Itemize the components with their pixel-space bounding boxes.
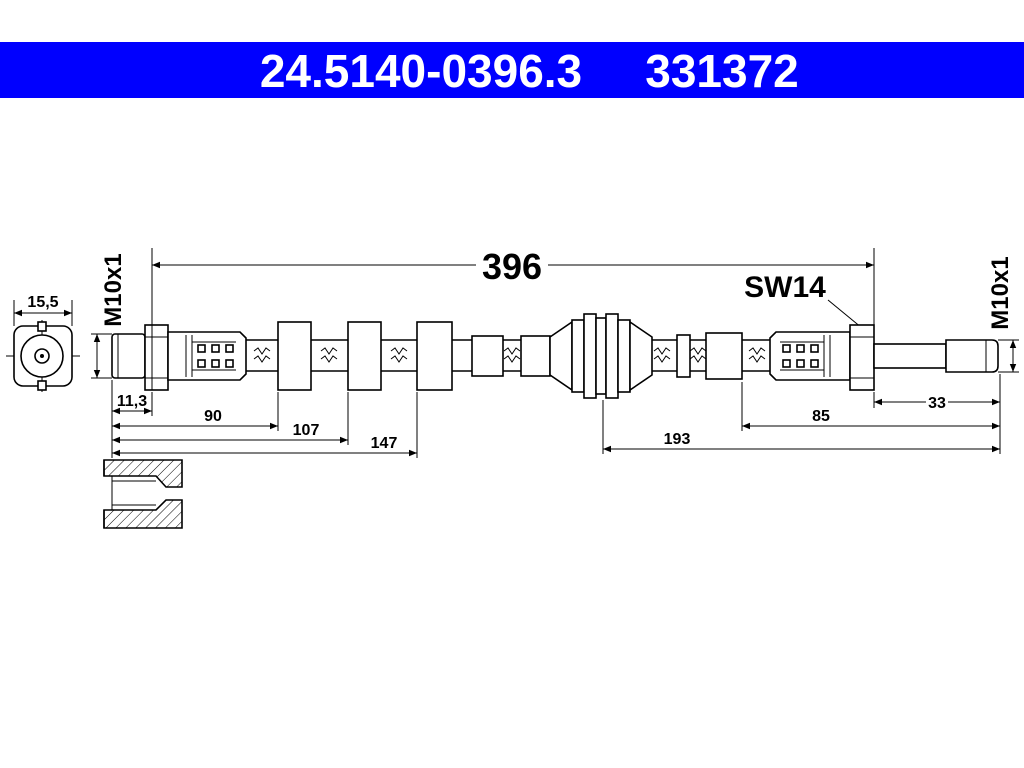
break-symbol (503, 347, 521, 363)
crimp-mark (197, 344, 206, 353)
left-thread (111, 333, 146, 379)
hose-section-6 (676, 334, 691, 378)
crimp-mark (782, 344, 791, 353)
crimp-mark (197, 359, 206, 368)
break-symbol (320, 347, 338, 363)
wrench-size-callout: SW14 (744, 271, 863, 329)
port-section-detail (103, 459, 183, 529)
crimp-mark (796, 359, 805, 368)
crimp-mark (211, 359, 220, 368)
right-crimp-sleeve (769, 331, 851, 381)
crimp-mark (225, 359, 234, 368)
hose-sleeve-3 (416, 321, 453, 391)
wrench-size-label: SW14 (744, 271, 826, 304)
header-bar (0, 42, 1024, 98)
dimension-label-6: 85 (812, 408, 830, 425)
break-symbol (253, 347, 271, 363)
right-thread (945, 339, 999, 373)
dimension-label-5-background (926, 394, 948, 410)
left-crimp-sleeve (167, 331, 247, 381)
end-view-bottom-notch (37, 380, 47, 391)
center-fitting-flange-right (605, 313, 619, 399)
left-end-view: 15,5 (6, 294, 80, 392)
end-view-center-dot (40, 354, 44, 358)
hose-sleeve-2 (347, 321, 382, 391)
crimp-mark (782, 359, 791, 368)
crimp-mark (211, 344, 220, 353)
reference-number: 331372 (645, 45, 799, 97)
dimension-label-7: 193 (664, 431, 691, 448)
center-fitting-collar-left (571, 319, 585, 393)
break-symbol (653, 347, 671, 363)
part-number: 24.5140-0396.3 (260, 45, 582, 97)
dimension-label-1: 11,3 (117, 393, 147, 410)
center-fitting-right-taper (629, 320, 653, 392)
overall-length-label: 396 (482, 246, 542, 287)
dimension-label-5: 33 (928, 395, 946, 412)
center-fitting-groove (595, 317, 607, 395)
right-crimp-pattern (780, 335, 831, 377)
left-dimensions: 11,3 90 107 147 (111, 380, 418, 458)
center-fitting-left-taper (549, 320, 573, 392)
crimp-mark (810, 344, 819, 353)
port-section-lower-material (103, 499, 183, 529)
break-symbol (748, 347, 766, 363)
break-symbol (689, 347, 707, 363)
right-fitting (769, 324, 999, 391)
center-fitting-collar-right (617, 319, 631, 393)
right-dimensions: 33 85 193 (602, 374, 1001, 454)
crimp-mark (796, 344, 805, 353)
overall-label-background (476, 249, 548, 283)
left-thread-label: M10x1 (100, 253, 127, 326)
center-fitting-flange-left (583, 313, 597, 399)
overall-length-dimension: 396 (151, 246, 875, 334)
end-view-dimension-label: 15,5 (27, 294, 58, 311)
left-crimp-pattern (185, 335, 236, 377)
break-symbol (390, 347, 408, 363)
crimp-mark (225, 344, 234, 353)
hose-break-symbols (253, 347, 766, 363)
hose-body (246, 339, 770, 372)
dimension-label-2: 90 (204, 408, 222, 425)
hose-section-7 (705, 332, 743, 380)
right-thread-diameter-dimension (998, 339, 1019, 373)
right-thread-label: M10x1 (987, 256, 1014, 329)
port-section-upper-material (103, 459, 183, 488)
header: 24.5140-0396.3 331372 (0, 42, 1024, 98)
left-hex-nut (144, 324, 169, 391)
dimension-label-3: 107 (293, 422, 320, 439)
hose-sleeve-1 (277, 321, 312, 391)
dimension-label-4: 147 (371, 435, 398, 452)
center-fitting (549, 313, 653, 399)
hose-section-4 (471, 335, 504, 377)
crimp-mark (810, 359, 819, 368)
left-thread-diameter-dimension (91, 333, 112, 379)
end-view-top-notch (37, 321, 47, 332)
right-tube (873, 343, 947, 369)
wrench-size-leader (827, 299, 863, 329)
left-fitting (111, 324, 247, 391)
hose-section-5 (520, 335, 551, 377)
right-hex-nut (849, 324, 875, 391)
